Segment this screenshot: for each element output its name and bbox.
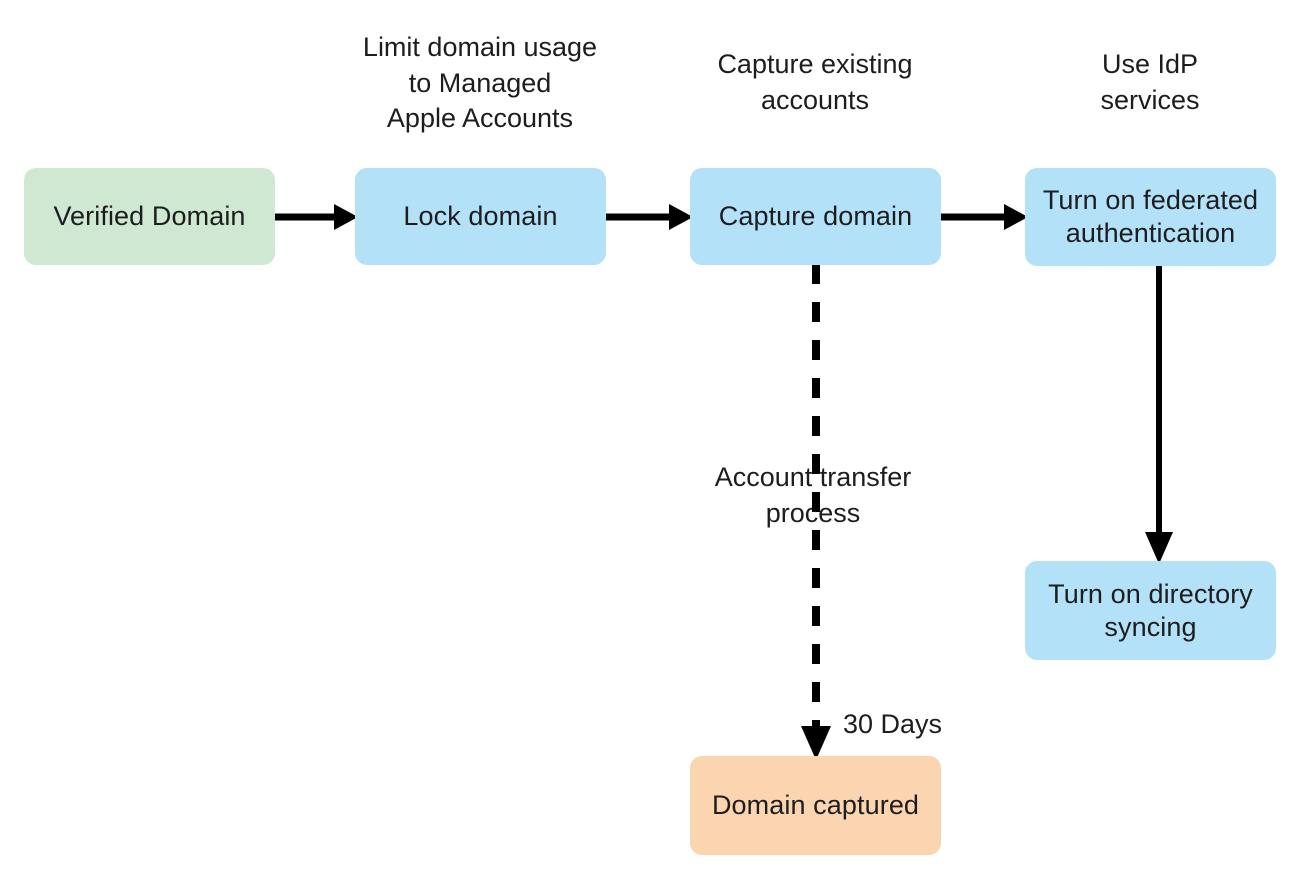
caption-capture-existing-accounts: Capture existing accounts [717,49,913,115]
node-turn-on-directory-syncing[interactable]: Turn on directory syncing [1025,561,1276,660]
node-domain-captured-label: Domain captured [711,790,920,821]
caption-limit-domain-usage: Limit domain usage to Managed Apple Acco… [362,32,598,134]
connector-lock-domain-to-capture-domain [605,200,693,234]
node-lock-domain[interactable]: Lock domain [355,168,606,265]
node-capture-domain[interactable]: Capture domain [690,168,941,265]
caption-account-transfer-process: Account transfer process [714,462,912,528]
node-turn-on-federated-authentication-label: Turn on federated authentication [1042,185,1259,248]
node-verified-domain[interactable]: Verified Domain [24,168,275,265]
connector-verified-domain-to-lock-domain [274,200,358,234]
node-turn-on-federated-authentication[interactable]: Turn on federated authentication [1025,168,1276,266]
connector-capture-domain-to-domain-captured [799,264,833,760]
node-verified-domain-label: Verified Domain [53,201,246,232]
node-lock-domain-label: Lock domain [403,201,558,232]
node-capture-domain-label: Capture domain [718,201,913,232]
node-turn-on-directory-syncing-label: Turn on directory syncing [1048,578,1253,642]
caption-thirty-days: 30 Days [843,709,943,739]
node-domain-captured[interactable]: Domain captured [690,756,941,855]
caption-use-idp-services: Use IdP services [1100,49,1200,115]
connector-capture-domain-to-federated-auth [940,200,1028,234]
connector-federated-auth-to-directory-syncing [1142,264,1176,564]
